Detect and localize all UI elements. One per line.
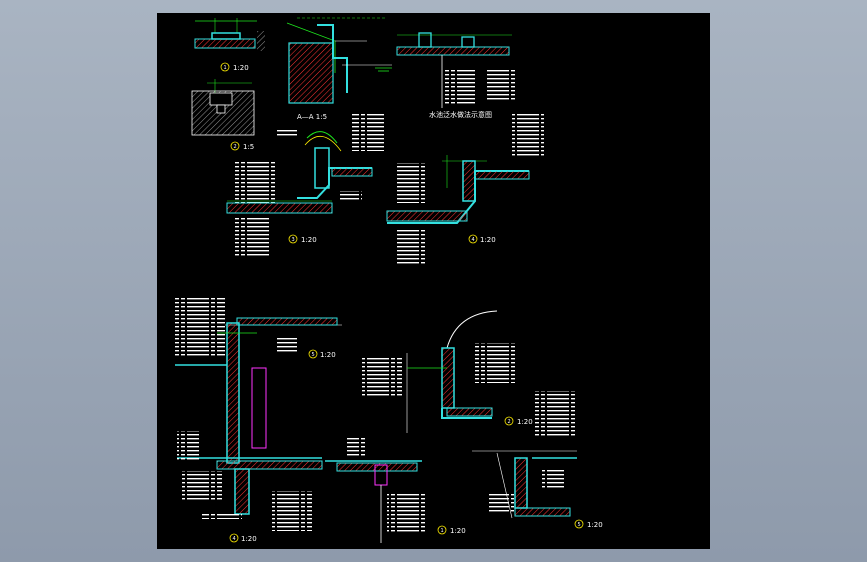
detail-4-bottom: 4 1:20 [177,431,323,543]
svg-text:1:20: 1:20 [233,64,249,72]
svg-text:1:20: 1:20 [517,418,533,426]
svg-text:1:20: 1:20 [241,535,257,543]
svg-text:1:20: 1:20 [450,527,466,535]
svg-text:5: 5 [578,522,581,528]
detail-3: 3 1:20 [226,113,384,258]
callout-1-bottom: 1 1:20 [437,525,466,535]
svg-text:3: 3 [292,237,295,243]
section-a-a: A—A 1:5 [286,17,392,121]
callout-4-bottom: 4 1:20 [229,533,257,543]
callout-3: 3 1:20 [288,234,317,244]
drawing-sheet: 1 1:20 2 1:5 [157,13,710,549]
svg-text:1:5: 1:5 [243,143,254,151]
callout-5-mid: 5 1:20 [308,349,336,359]
callout-2-mid: 2 1:20 [504,416,533,426]
detail-1-bottom: 1 1:20 [325,438,466,543]
detail-2-mid: 2 1:20 [362,310,575,436]
svg-text:2: 2 [234,144,237,150]
fountain-title: 水池泛水做法示意图 [429,110,492,119]
detail-2-top-left: 2 1:5 [191,79,255,151]
svg-text:1:20: 1:20 [301,236,317,244]
svg-text:1: 1 [224,65,227,71]
callout-5-bottom: 5 1:20 [574,519,603,529]
svg-text:5: 5 [312,352,315,358]
callout-2-top-left: 2 1:5 [230,141,254,151]
detail-5-bottom: 5 1:20 [472,450,603,529]
svg-text:1: 1 [441,528,444,534]
detail-1-top-left: 1 1:20 [194,18,265,72]
cad-drawing: 1 1:20 2 1:5 [175,17,603,543]
callout-4: 4 1:20 [468,234,496,244]
svg-text:1:20: 1:20 [587,521,603,529]
svg-text:4: 4 [472,237,475,243]
svg-text:2: 2 [508,419,511,425]
detail-4: 4 1:20 [386,113,544,266]
svg-text:1:20: 1:20 [320,351,336,359]
callout-1-top-left: 1 1:20 [220,62,249,72]
svg-text:4: 4 [233,536,236,542]
svg-text:1:20: 1:20 [480,236,496,244]
detail-fountain-top-right: 水池泛水做法示意图 [396,32,515,119]
detail-5-mid: 5 1:20 [175,298,342,464]
section-a-a-label: A—A 1:5 [297,113,327,121]
